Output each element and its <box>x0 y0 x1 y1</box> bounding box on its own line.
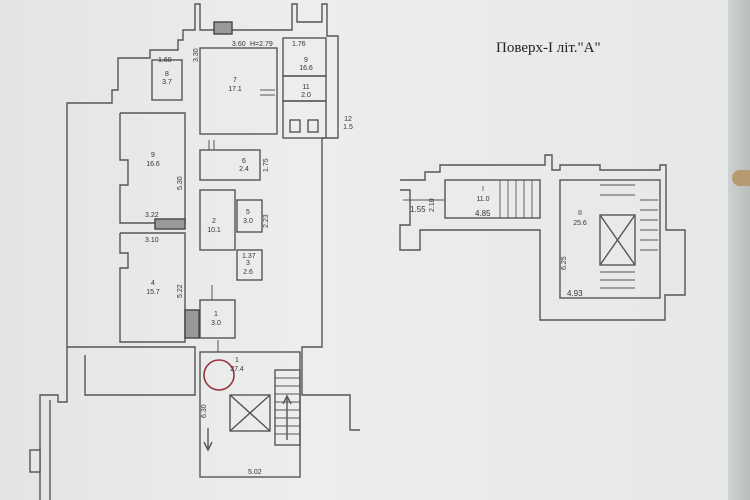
dim-13: 5.02 <box>248 469 262 476</box>
inset-room-II-label: II <box>578 210 582 217</box>
stair-flight <box>274 369 301 446</box>
room-11-area: 2.0 <box>301 92 311 99</box>
room-2-area: 10.1 <box>207 227 221 234</box>
inset-dim-5: 4.93 <box>567 289 583 298</box>
room-5-area: 3.0 <box>243 218 253 225</box>
room-8-area: 3.7 <box>162 79 172 86</box>
room-9-outline <box>119 112 186 224</box>
room-2-outline <box>199 189 236 251</box>
room-1-area: 27.4 <box>230 366 244 373</box>
dim-10: 1.75 <box>263 158 270 172</box>
inset-plan <box>399 154 686 321</box>
room-7-area: 17.1 <box>228 86 242 93</box>
room-5-outline <box>236 199 263 233</box>
room-4-outline <box>119 232 186 343</box>
inset-room-I-outline <box>444 179 541 219</box>
room-10-area: 16.6 <box>299 65 313 72</box>
stamp-mark: Н=2.79 <box>250 41 273 48</box>
dim-2: 1.60 <box>158 57 172 64</box>
floor-title: Поверх-І літ."А" <box>496 40 601 56</box>
room-5-label: 5 <box>246 209 250 216</box>
room-8-outline <box>151 59 183 101</box>
paper-edge <box>728 0 750 500</box>
entrance-box <box>29 449 41 473</box>
room-1b-label: 1 <box>214 311 218 318</box>
vent-2 <box>154 218 186 230</box>
room-8-label: 8 <box>165 71 169 78</box>
dim-9: 1.37 <box>242 253 256 260</box>
vent-1 <box>213 21 233 35</box>
inset-dim-4: 6.25 <box>561 256 568 270</box>
inset-room-II-area: 25.6 <box>573 220 587 227</box>
room-4-label: 4 <box>151 280 155 287</box>
room-9-area: 16.6 <box>146 161 160 168</box>
room-7-label: 7 <box>233 77 237 84</box>
inset-dim-3: 4.85 <box>475 209 491 218</box>
stamp-circle <box>203 359 235 391</box>
room-1-label: 1 <box>235 357 239 364</box>
dim-7: 3.10 <box>145 237 159 244</box>
dim-3: 1.76 <box>292 41 306 48</box>
room-6-label: 6 <box>242 158 246 165</box>
toilet-2 <box>307 119 319 133</box>
room-7-outline <box>199 47 278 135</box>
inset-elevator <box>599 214 636 266</box>
room-6-area: 2.4 <box>239 166 249 173</box>
inset-dim-1: 1.55 <box>410 205 426 214</box>
room-1b-area: 3.0 <box>211 320 221 327</box>
dim-5: 5.30 <box>177 176 184 190</box>
room-3-area: 2.6 <box>243 269 253 276</box>
toilet-1 <box>289 119 301 133</box>
paper-curl <box>732 170 750 186</box>
room-11-label: 11 <box>302 84 309 91</box>
vent-3 <box>184 309 200 339</box>
dim-1: 3.60 <box>232 41 246 48</box>
corridor-lower <box>67 346 196 396</box>
dim-6: 3.22 <box>145 212 159 219</box>
dim-4: 3.30 <box>193 48 200 62</box>
room-6-outline <box>199 149 261 181</box>
elevator-shaft <box>229 394 271 432</box>
room-10-label: 9 <box>304 57 308 64</box>
dim-12: 6.30 <box>201 404 208 418</box>
room-9-label: 9 <box>151 152 155 159</box>
inset-room-I-area: 11.0 <box>476 196 489 203</box>
inset-room-I-label: I <box>482 186 484 193</box>
room-2-label: 2 <box>212 218 216 225</box>
room-4-area: 15.7 <box>146 289 160 296</box>
dim-8: 5.22 <box>177 284 184 298</box>
inset-dim-2: 2.10 <box>429 198 436 212</box>
room-3-label: 3 <box>246 260 250 267</box>
dim-11: 2.23 <box>263 214 270 228</box>
room-1-outline <box>199 351 301 478</box>
room-12-area: 1.5 <box>343 124 353 131</box>
inset-room-II-outline <box>559 179 661 299</box>
room-12-label: 12 <box>344 116 352 123</box>
room-12-outline <box>282 100 327 139</box>
room-5b-outline <box>199 299 236 339</box>
